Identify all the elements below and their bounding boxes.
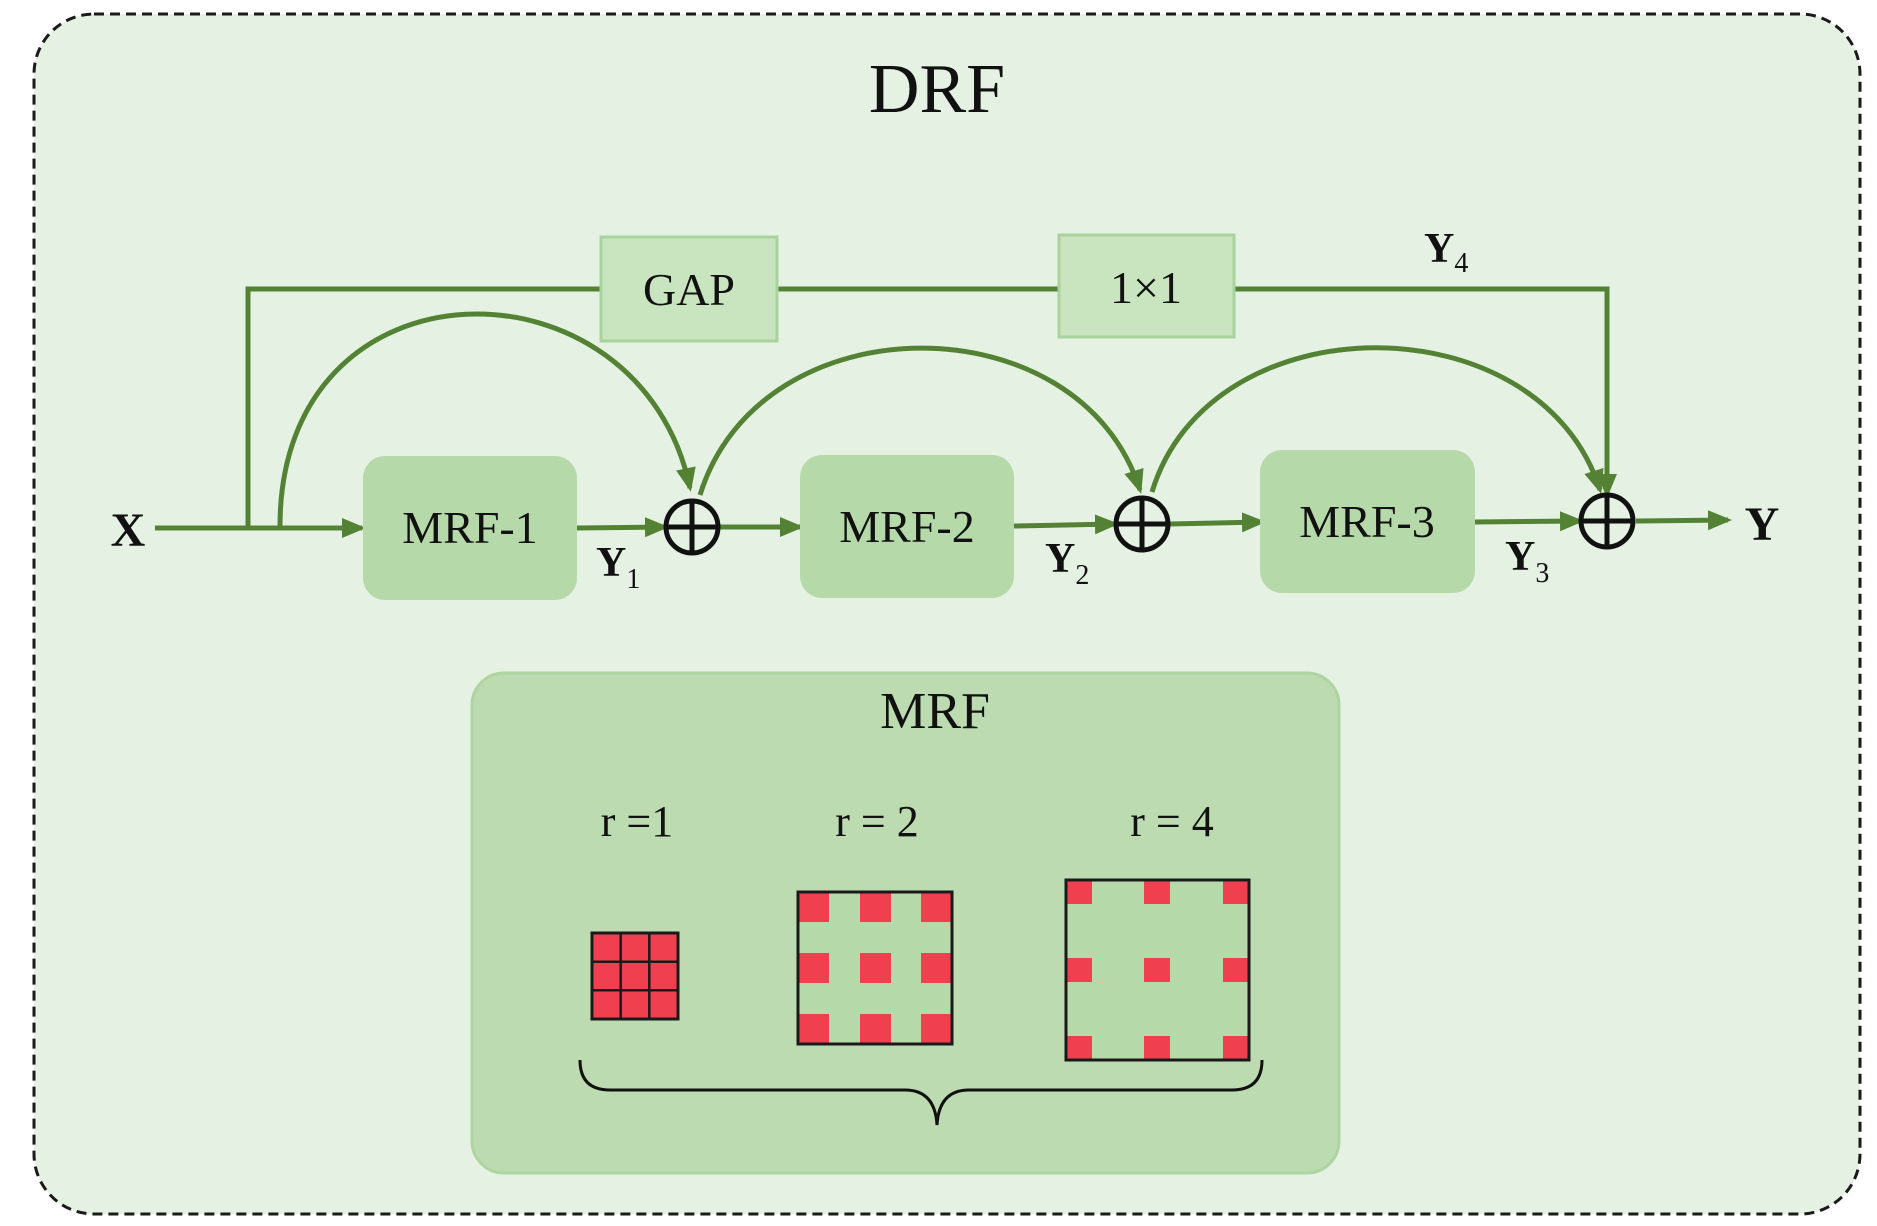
side-branch-line-end bbox=[1235, 286, 1617, 498]
flow-sum2-to-mrf3 bbox=[1169, 512, 1266, 533]
drf-title: DRF bbox=[869, 51, 1005, 128]
mrf-3-label: MRF-3 bbox=[1299, 496, 1434, 547]
mrf-1-block bbox=[363, 456, 577, 600]
conv1x1-box bbox=[1057, 233, 1236, 339]
kernel-r4-label: r = 4 bbox=[1130, 797, 1213, 846]
y2-label: Y2 bbox=[1045, 536, 1089, 591]
mrf-2-label: MRF-2 bbox=[839, 501, 974, 552]
gap-box bbox=[599, 235, 779, 343]
stage-mrf-3: MRF-3 bbox=[1260, 450, 1475, 593]
sum-node-3 bbox=[1578, 492, 1636, 550]
mrf-3-block bbox=[1260, 450, 1475, 593]
skip-arc-2 bbox=[697, 345, 1144, 496]
flow-sum3-to-y bbox=[1635, 510, 1732, 531]
skip-arc-1 bbox=[277, 311, 696, 527]
kernel-r4 bbox=[1064, 878, 1251, 1062]
skip-arc-3 bbox=[1149, 345, 1604, 494]
kernel-r2 bbox=[796, 890, 954, 1046]
y3-label: Y3 bbox=[1505, 534, 1549, 589]
y4-label: Y4 bbox=[1424, 226, 1468, 279]
conv1x1-label: 1×1 bbox=[1110, 262, 1182, 313]
mrf-1-label: MRF-1 bbox=[402, 502, 537, 553]
y1-label: Y1 bbox=[596, 540, 640, 595]
flow-mrf2-to-sum2 bbox=[1013, 514, 1119, 535]
sum-node-2 bbox=[1113, 495, 1171, 553]
kernel-r1-label: r =1 bbox=[601, 797, 673, 846]
gap-label: GAP bbox=[643, 264, 735, 315]
side-branch-line bbox=[245, 286, 600, 526]
mrf-panel-title: MRF bbox=[880, 683, 990, 740]
kernel-r1 bbox=[590, 931, 680, 1021]
kernels-brace bbox=[578, 1059, 1264, 1126]
mrf-2-block bbox=[800, 455, 1014, 598]
stage-mrf-2: MRF-2 bbox=[800, 455, 1014, 598]
flow-mrf3-to-sum3 bbox=[1474, 511, 1584, 532]
stage-mrf-1: MRF-1 bbox=[363, 456, 577, 600]
kernel-r2-label: r = 2 bbox=[835, 797, 918, 846]
flow-mrf1-to-sum1 bbox=[576, 517, 669, 538]
sum-node-1 bbox=[663, 498, 721, 556]
output-y-label: Y bbox=[1745, 498, 1780, 551]
input-x-label: X bbox=[111, 504, 146, 557]
